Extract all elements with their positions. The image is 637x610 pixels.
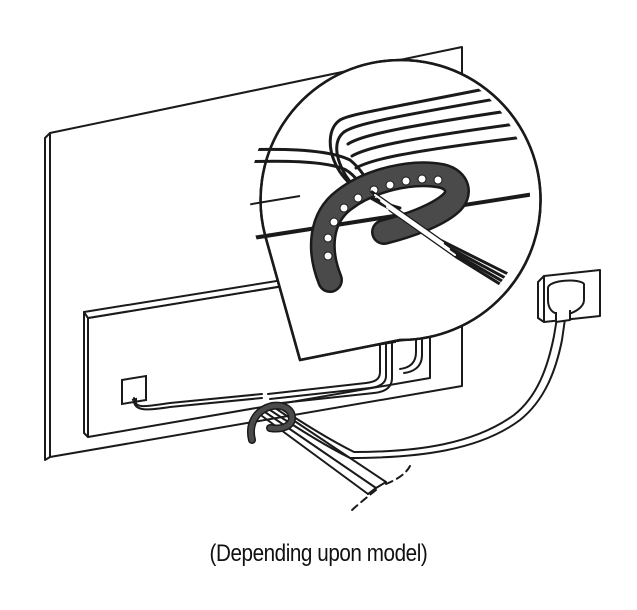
cable-tie-icon bbox=[247, 401, 297, 444]
wall-outlet-icon bbox=[537, 269, 601, 323]
power-cable bbox=[269, 311, 567, 460]
zoom-callout-outline bbox=[259, 58, 542, 362]
caption: (Depending upon model) bbox=[209, 540, 428, 567]
exit-cables bbox=[261, 405, 411, 513]
cable-bundle bbox=[267, 339, 423, 405]
zoomed-cable-tie-icon bbox=[309, 161, 470, 293]
left-cable bbox=[133, 393, 263, 411]
